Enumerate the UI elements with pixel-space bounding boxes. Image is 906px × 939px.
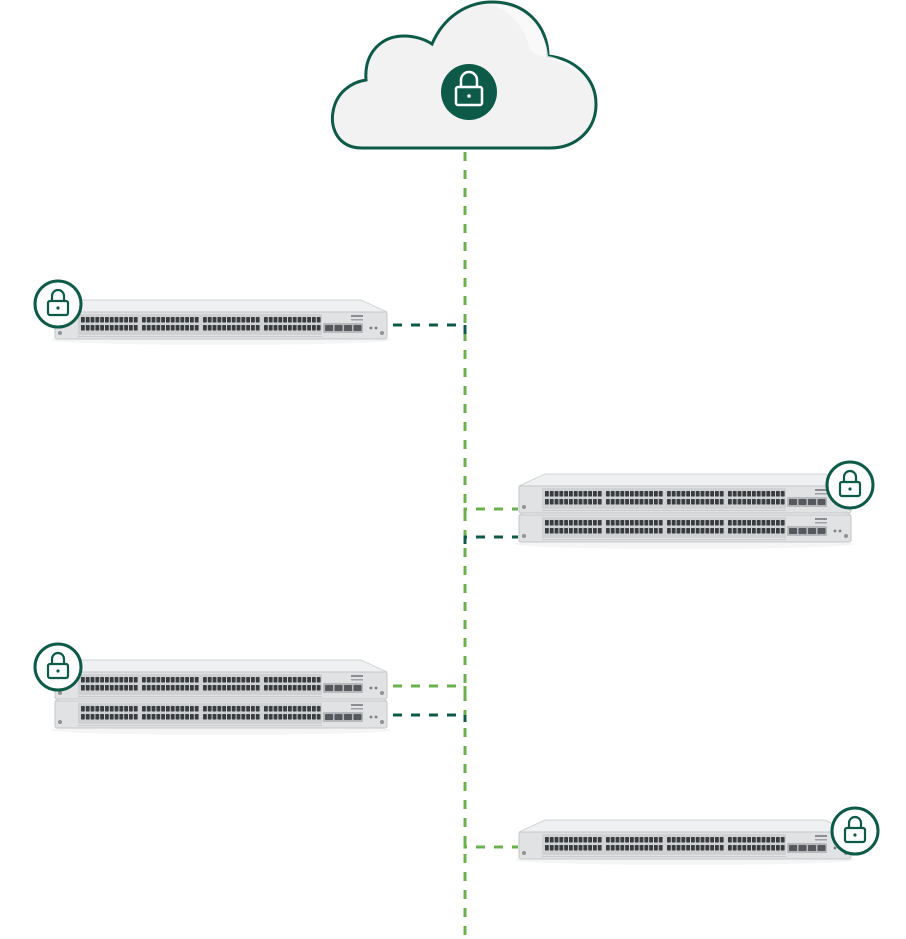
- switch-stack-middle-right: [515, 473, 855, 549]
- switch-unit: [54, 659, 388, 700]
- switch-unit: [518, 819, 852, 860]
- switch-unit: [518, 473, 852, 514]
- branch-middle-right-a: [463, 507, 518, 516]
- switch-stack-top-left: [51, 299, 391, 345]
- lock-badge: [825, 460, 875, 510]
- lock-badge: [830, 806, 880, 856]
- switch-stack-bottom-right: [515, 819, 855, 865]
- cloud: [330, 0, 598, 150]
- lock-badge: [33, 279, 83, 329]
- branch-connectors: [393, 323, 518, 849]
- switch-lock-badges: [33, 279, 880, 856]
- lock-badge: [33, 642, 83, 692]
- lock-icon: [843, 815, 867, 844]
- branch-middle-right-b: [463, 535, 518, 544]
- branch-middle-left-a: [393, 684, 467, 694]
- switch-stack-middle-left: [51, 659, 391, 735]
- lock-icon: [46, 651, 70, 680]
- branch-middle-left-b: [393, 713, 467, 722]
- lock-icon: [838, 469, 862, 498]
- branch-top-left: [393, 323, 467, 337]
- lock-icon: [46, 288, 70, 317]
- branch-bottom-right: [463, 840, 518, 849]
- lock-badge-cloud: [441, 64, 497, 120]
- switch-unit: [54, 299, 388, 340]
- lock-icon: [454, 70, 484, 107]
- switches: [51, 299, 855, 865]
